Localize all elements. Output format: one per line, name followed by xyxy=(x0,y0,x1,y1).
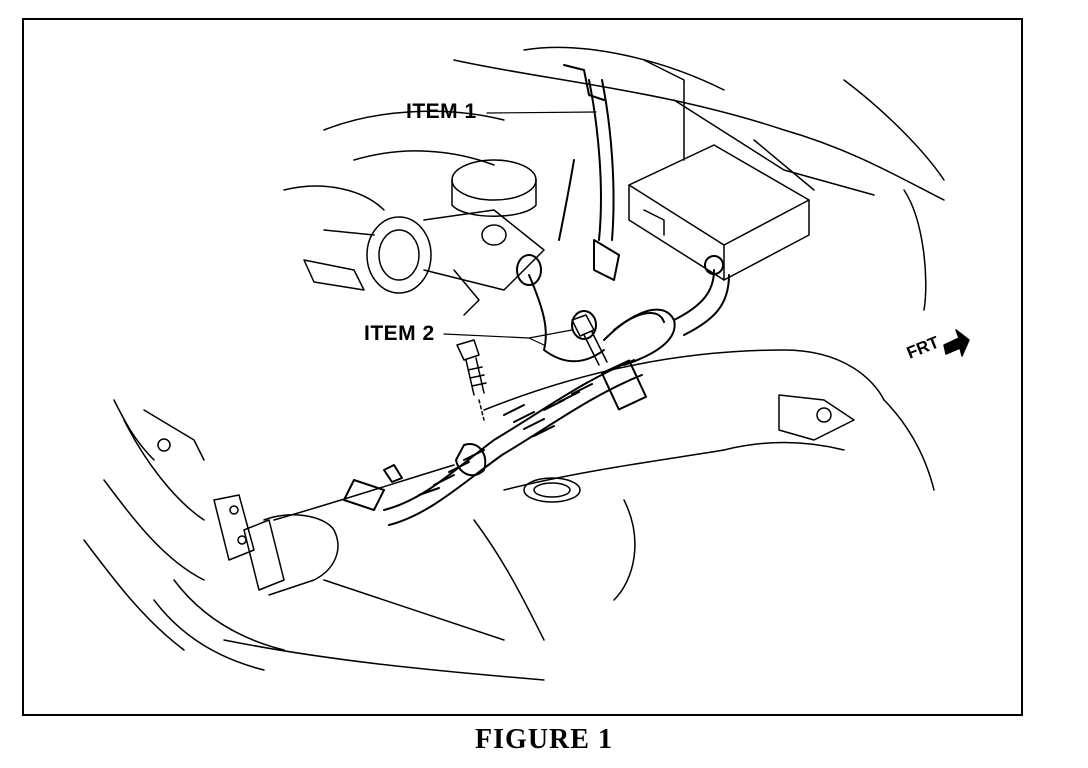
bolt-upper xyxy=(571,314,608,366)
transmission xyxy=(83,399,205,651)
figure-frame: ITEM 1 ITEM 2 FRT xyxy=(22,18,1023,716)
fender-outline xyxy=(323,46,945,311)
item1-cable xyxy=(558,64,620,281)
item1-callout: ITEM 1 xyxy=(406,100,477,123)
item1-leader xyxy=(486,111,597,114)
engine-bay-illustration xyxy=(83,46,970,681)
item2-leader-b xyxy=(528,329,573,339)
leader-lines xyxy=(443,111,597,346)
throttle-body xyxy=(283,159,545,316)
bolt-lower xyxy=(456,339,487,421)
battery-box xyxy=(628,144,810,281)
front-arrow xyxy=(943,329,970,357)
item2-callout: ITEM 2 xyxy=(364,322,435,345)
item2-leader-a xyxy=(443,333,545,346)
frame-rail xyxy=(223,349,935,681)
figure-caption: FIGURE 1 xyxy=(475,724,613,755)
battery-cable xyxy=(343,359,648,526)
item2-harness xyxy=(516,254,730,366)
starter-motor xyxy=(153,494,339,671)
